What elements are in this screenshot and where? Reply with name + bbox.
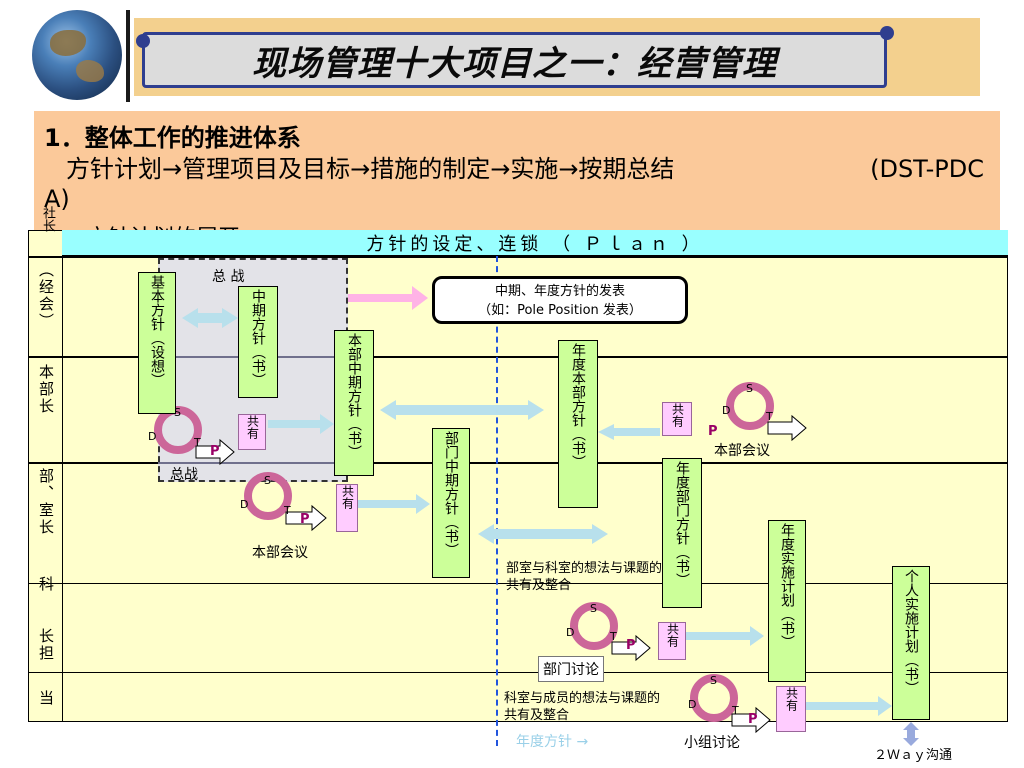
row-label-dept-head: 部、室长 xyxy=(37,468,55,536)
process-flow-wrap: A) xyxy=(44,185,70,213)
row-divider xyxy=(28,256,1008,258)
annual-dept-policy-label: 年度部门方针（书） xyxy=(674,461,690,587)
personal-impl-plan-label: 个人实施计划（书） xyxy=(903,569,919,695)
pdca-s: S xyxy=(746,382,753,395)
row-divider xyxy=(28,583,1008,584)
pdca-t: T xyxy=(766,410,773,423)
share-label: 共有 xyxy=(670,403,685,427)
share-box: 共有 xyxy=(658,622,686,660)
pdca-s: S xyxy=(264,474,271,487)
two-way-communication-label: ２Ｗａｙ沟通 xyxy=(874,748,953,763)
strategy-label: 总 战 xyxy=(212,269,245,285)
callout-line2: （如：Pole Position 发表） xyxy=(478,303,642,318)
title-frame xyxy=(142,32,887,88)
arrow-to-callout xyxy=(348,286,428,310)
arrow-right xyxy=(686,626,764,646)
share-box: 共有 xyxy=(238,414,266,450)
annual-division-policy-box: 年度本部方针（书） xyxy=(558,340,598,508)
callout-line1: 中期、年度方针的发表 xyxy=(494,284,625,299)
arrow-right xyxy=(806,696,892,716)
division-meeting-label: 本部会议 xyxy=(252,545,308,561)
arrow-right xyxy=(358,494,430,514)
section-heading: 1．整体工作的推进体系 xyxy=(44,124,301,152)
section-share-text: 科室与成员的想法与课题的共有及整合 xyxy=(504,691,661,723)
plan-header: 方针的设定、连锁 （ Ｐｌａｎ ） xyxy=(62,230,1008,256)
role-column xyxy=(28,256,63,722)
pdca-d: D xyxy=(688,698,697,711)
arrow-right xyxy=(268,414,334,434)
dept-mid-policy-label: 部门中期方针（书） xyxy=(443,431,459,557)
row-label-president: 社长 xyxy=(40,206,55,232)
double-arrow xyxy=(478,524,608,544)
division-mid-policy-box: 本部中期方针（书） xyxy=(334,330,374,476)
double-arrow xyxy=(182,308,238,328)
row-label-management-meeting: （经会） xyxy=(37,262,55,330)
pdca-d: D xyxy=(566,626,575,639)
group-discussion-label: 小组讨论 xyxy=(684,735,740,751)
policy-announcement-callout: 中期、年度方针的发表 （如：Pole Position 发表） xyxy=(432,276,688,324)
pdca-t: T xyxy=(732,704,739,717)
globe-logo xyxy=(32,10,122,100)
personal-impl-plan-box: 个人实施计划（书） xyxy=(892,566,930,720)
pdca-p: P xyxy=(748,712,758,727)
annual-impl-plan-label: 年度实施计划（书） xyxy=(779,523,795,649)
title-frame-knob xyxy=(136,34,150,48)
strategy-label-bottom: 总战 xyxy=(170,467,198,483)
pdca-cycle-icons xyxy=(154,382,807,734)
pdca-t: T xyxy=(194,436,201,449)
pdca-p: P xyxy=(300,512,310,527)
annual-impl-plan-box: 年度实施计划（书） xyxy=(768,520,806,682)
pdca-d: D xyxy=(240,498,249,511)
row-label-section: 科 xyxy=(37,576,55,593)
row-label-division-head: 本部长 xyxy=(37,364,55,415)
row-label-staff: 当 xyxy=(37,690,55,707)
annual-dept-policy-box: 年度部门方针（书） xyxy=(662,458,702,608)
header-divider xyxy=(126,10,130,102)
dept-mid-policy-box: 部门中期方针（书） xyxy=(432,428,470,578)
process-flow-tail: (DST-PDC xyxy=(870,155,984,183)
intro-panel xyxy=(34,111,1000,241)
title-frame-knob xyxy=(880,26,894,40)
pdca-p: P xyxy=(210,444,220,459)
division-meeting-label-2: 本部会议 xyxy=(714,443,770,459)
annual-policy-arrow-label: 年度方针 → xyxy=(516,734,589,750)
page-title: 现场管理十大项目之一：经营管理 xyxy=(252,43,777,84)
pdca-s: S xyxy=(590,602,597,615)
basic-policy-box: 基本方针（设想） xyxy=(138,272,176,414)
mid-policy-label: 中期方针（书） xyxy=(250,289,266,387)
share-box: 共有 xyxy=(662,402,692,436)
pdca-s: S xyxy=(174,406,181,419)
row-label-section-chief: 长担 xyxy=(37,628,55,662)
row-divider xyxy=(28,462,1008,464)
pdca-d: D xyxy=(722,404,731,417)
double-arrow xyxy=(380,400,544,420)
phase-divider xyxy=(496,256,498,746)
process-flow-main: 方针计划→管理项目及目标→措施的制定→实施→按期总结 xyxy=(66,155,675,183)
division-mid-policy-label: 本部中期方针（书） xyxy=(346,333,362,459)
pdca-s: S xyxy=(710,674,717,687)
dept-share-text: 部室与科室的想法与课题的共有及整合 xyxy=(506,561,663,593)
dept-discussion-label: 部门讨论 xyxy=(538,656,604,682)
annual-division-policy-label: 年度本部方针（书） xyxy=(570,343,586,469)
pdca-p: P xyxy=(708,424,718,439)
pdca-p: P xyxy=(626,638,636,653)
pdca-t: T xyxy=(610,630,617,643)
share-label: 共有 xyxy=(245,415,260,439)
share-box: 共有 xyxy=(776,686,806,732)
share-label: 共有 xyxy=(340,485,355,509)
mid-policy-box: 中期方针（书） xyxy=(238,286,278,398)
process-flow-text: 方针计划→管理项目及目标→措施的制定→实施→按期总结 (DST-PDC xyxy=(66,153,996,185)
share-box: 共有 xyxy=(336,484,358,532)
two-way-arrow xyxy=(903,722,919,746)
pdca-d: D xyxy=(148,430,157,443)
pdca-t: T xyxy=(284,504,291,517)
basic-policy-label: 基本方针（设想） xyxy=(149,275,165,387)
row-divider xyxy=(28,672,1008,673)
arrow-left xyxy=(598,424,660,440)
share-label: 共有 xyxy=(784,687,799,711)
share-label: 共有 xyxy=(665,623,680,647)
row-divider xyxy=(28,356,1008,358)
